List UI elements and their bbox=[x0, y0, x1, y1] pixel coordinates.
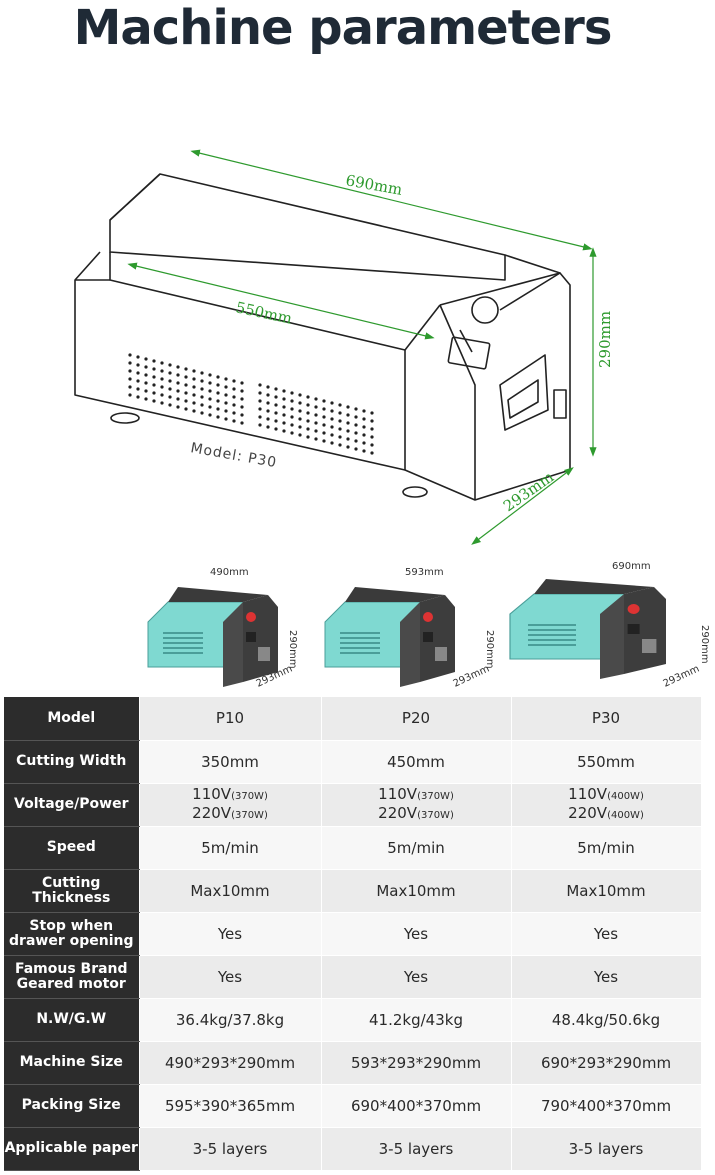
machine-diagram: 690mm 550mm 290mm 293mm Model: P30 bbox=[74, 149, 614, 545]
voltage: 220V bbox=[378, 803, 418, 822]
p30-width: 690mm bbox=[612, 561, 651, 572]
table-row: N.W/G.W 36.4kg/37.8kg 41.2kg/43kg 48.4kg… bbox=[4, 998, 702, 1042]
power: (370W) bbox=[231, 790, 268, 802]
machine-line-drawing: 690mm 550mm 290mm 293mm Model: P30 bbox=[60, 140, 620, 555]
p20-width: 593mm bbox=[405, 567, 444, 578]
inner-width-dimension: 550mm bbox=[234, 298, 294, 327]
table-row: Packing Size 595*390*365mm 690*400*370mm… bbox=[4, 1084, 702, 1128]
power: (370W) bbox=[231, 809, 268, 821]
table-row: Model P10 P20 P30 bbox=[4, 697, 702, 741]
cell: P10 bbox=[139, 697, 322, 741]
cell: Max10mm bbox=[321, 869, 512, 913]
row-label: Model bbox=[4, 697, 140, 741]
depth-dimension: 293mm bbox=[500, 468, 557, 515]
p20-depth: 293mm bbox=[452, 663, 492, 689]
row-label: Packing Size bbox=[4, 1084, 140, 1128]
cell: 790*400*370mm bbox=[511, 1084, 702, 1128]
row-label: Speed bbox=[4, 826, 140, 870]
cell: 690*293*290mm bbox=[511, 1041, 702, 1085]
p30-thumbnail bbox=[509, 578, 667, 680]
cell: 110V(370W) 220V(370W) bbox=[139, 783, 322, 827]
cell: 3-5 layers bbox=[139, 1127, 322, 1171]
cell: 110V(400W) 220V(400W) bbox=[511, 783, 702, 827]
p10-width: 490mm bbox=[210, 567, 249, 578]
cell: 5m/min bbox=[321, 826, 512, 870]
table-row: Cutting Width 350mm 450mm 550mm bbox=[4, 740, 702, 784]
cell: Yes bbox=[511, 912, 702, 956]
cell: Yes bbox=[321, 912, 512, 956]
table-row: Machine Size 490*293*290mm 593*293*290mm… bbox=[4, 1041, 702, 1085]
row-label: Applicable paper bbox=[4, 1127, 140, 1171]
length-dimension: 690mm bbox=[344, 171, 403, 199]
height-dimension: 290mm bbox=[596, 311, 614, 368]
cell: 36.4kg/37.8kg bbox=[139, 998, 322, 1042]
voltage: 220V bbox=[568, 803, 608, 822]
cell: Yes bbox=[139, 912, 322, 956]
cell: 41.2kg/43kg bbox=[321, 998, 512, 1042]
row-label: Cutting Thickness bbox=[4, 869, 140, 913]
power: (370W) bbox=[417, 790, 454, 802]
power: (370W) bbox=[417, 809, 454, 821]
cell: P20 bbox=[321, 697, 512, 741]
p10-thumbnail bbox=[147, 586, 279, 688]
table-row: Voltage/Power 110V(370W) 220V(370W) 110V… bbox=[4, 783, 702, 827]
cell: Yes bbox=[139, 955, 322, 999]
table-row: Cutting Thickness Max10mm Max10mm Max10m… bbox=[4, 869, 702, 913]
p20-height: 290mm bbox=[484, 630, 495, 669]
cell: P30 bbox=[511, 697, 702, 741]
table-row: Speed 5m/min 5m/min 5m/min bbox=[4, 826, 702, 870]
cell: Max10mm bbox=[511, 869, 702, 913]
voltage: 110V bbox=[568, 784, 608, 803]
cell: Yes bbox=[321, 955, 512, 999]
cell: 350mm bbox=[139, 740, 322, 784]
page-title: Machine parameters bbox=[73, 0, 613, 56]
voltage: 220V bbox=[192, 803, 232, 822]
row-label: Stop when drawer opening bbox=[4, 912, 140, 956]
row-label: Famous Brand Geared motor bbox=[4, 955, 140, 999]
p20-thumbnail bbox=[324, 586, 456, 688]
cell: 450mm bbox=[321, 740, 512, 784]
cell: Max10mm bbox=[139, 869, 322, 913]
voltage: 110V bbox=[192, 784, 232, 803]
model-thumbnails: 490mm 290mm 293mm 593mm 290mm 293mm 690m… bbox=[0, 555, 715, 695]
row-label: Voltage/Power bbox=[4, 783, 140, 827]
spec-table: Model P10 P20 P30 Cutting Width 350mm 45… bbox=[4, 697, 702, 1171]
table-row: Stop when drawer opening Yes Yes Yes bbox=[4, 912, 702, 956]
table-row: Famous Brand Geared motor Yes Yes Yes bbox=[4, 955, 702, 999]
cell: 593*293*290mm bbox=[321, 1041, 512, 1085]
cell: 48.4kg/50.6kg bbox=[511, 998, 702, 1042]
row-label: N.W/G.W bbox=[4, 998, 140, 1042]
row-label: Machine Size bbox=[4, 1041, 140, 1085]
row-label: Cutting Width bbox=[4, 740, 140, 784]
cell: 110V(370W) 220V(370W) bbox=[321, 783, 512, 827]
power: (400W) bbox=[607, 809, 644, 821]
vent-holes bbox=[128, 353, 374, 455]
cell: 595*390*365mm bbox=[139, 1084, 322, 1128]
cell: 5m/min bbox=[139, 826, 322, 870]
power: (400W) bbox=[607, 790, 644, 802]
cell: 3-5 layers bbox=[511, 1127, 702, 1171]
p10-height: 290mm bbox=[287, 630, 298, 669]
cell: Yes bbox=[511, 955, 702, 999]
model-label: Model: P30 bbox=[189, 440, 278, 471]
cell: 490*293*290mm bbox=[139, 1041, 322, 1085]
cell: 550mm bbox=[511, 740, 702, 784]
cell: 3-5 layers bbox=[321, 1127, 512, 1171]
cell: 690*400*370mm bbox=[321, 1084, 512, 1128]
p30-depth: 293mm bbox=[662, 663, 702, 689]
table-row: Applicable paper 3-5 layers 3-5 layers 3… bbox=[4, 1127, 702, 1171]
p30-height: 290mm bbox=[699, 625, 710, 664]
voltage: 110V bbox=[378, 784, 418, 803]
cell: 5m/min bbox=[511, 826, 702, 870]
